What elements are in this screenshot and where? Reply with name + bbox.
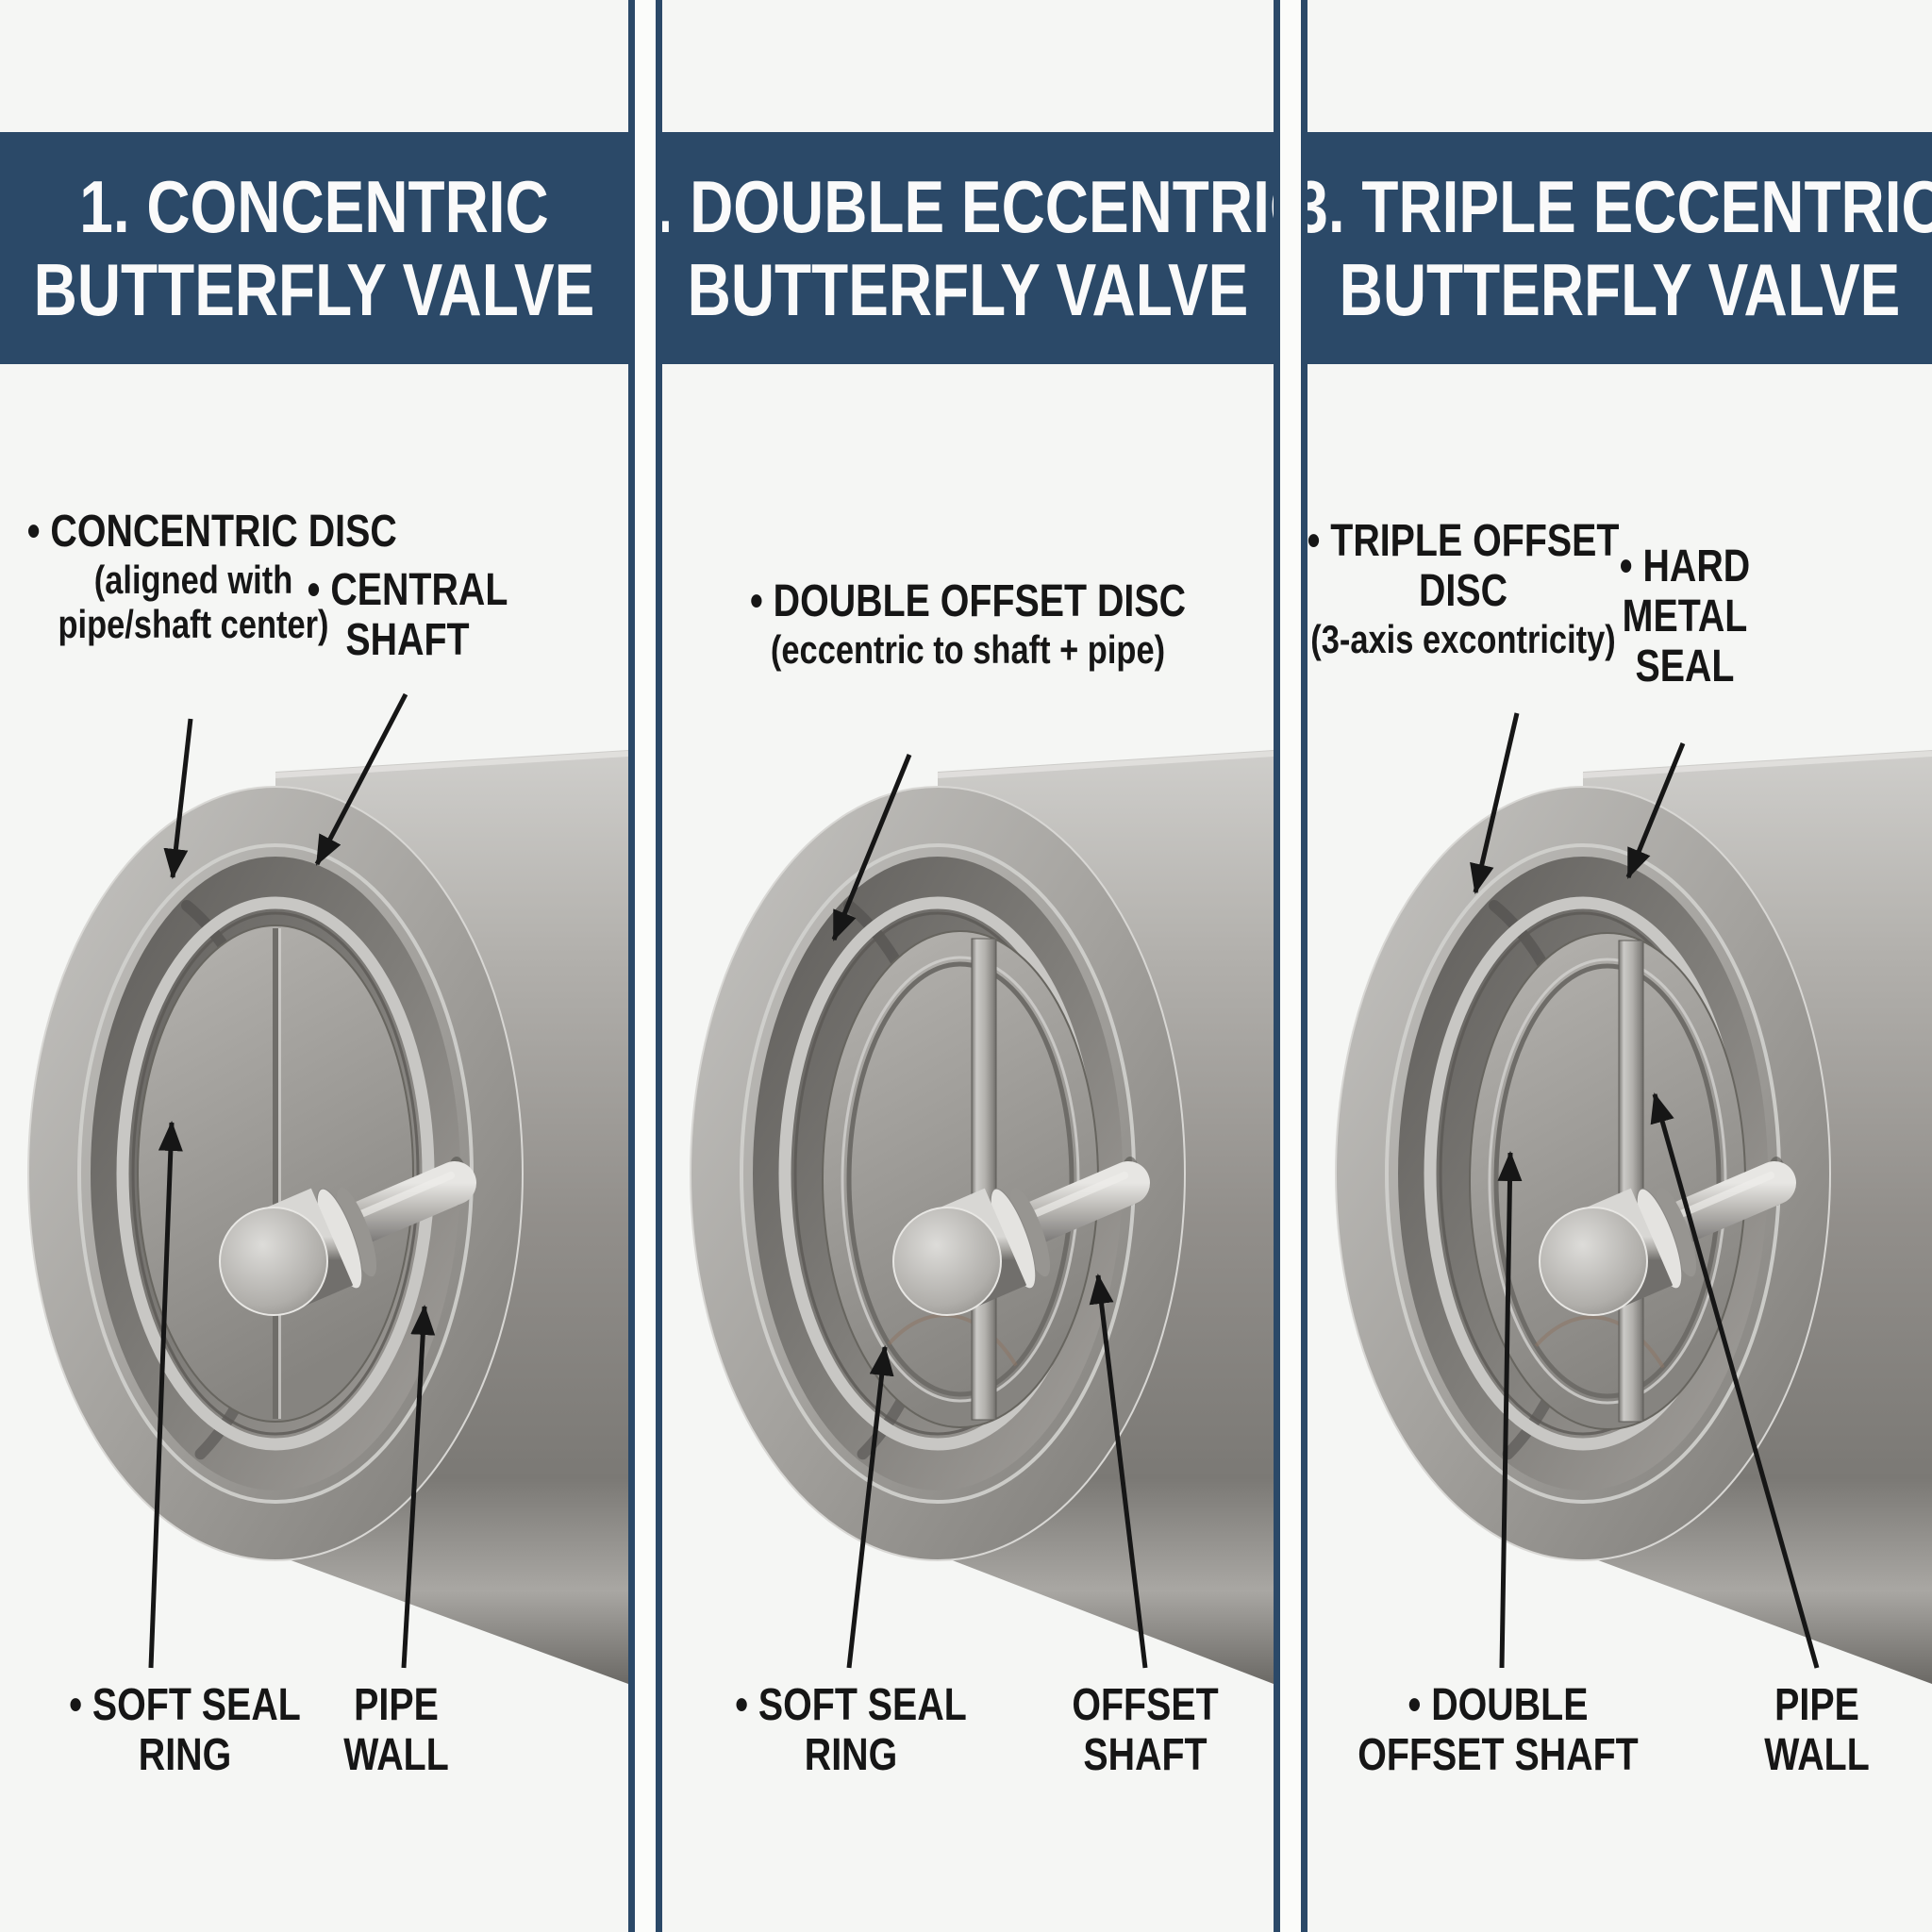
title-line-2: BUTTERFLY VALVE: [687, 248, 1249, 331]
header-band: 3. TRIPLE ECCENTRIC BUTTERFLY VALVE: [1307, 132, 1932, 364]
valve-3d-render: [1335, 750, 1932, 1684]
label-text: RING: [138, 1729, 232, 1780]
panel-2: 2. DOUBLE ECCENTRIC BUTTERFLY VALVE • DO…: [662, 0, 1274, 1932]
callout-line-soft-seal-ring: [846, 1345, 894, 1669]
callout-lines: [148, 692, 436, 1669]
callout-lines: [1470, 712, 1820, 1669]
callout-line-double-offset-disc: [831, 754, 912, 941]
callout-line-triple-offset-disc: [1470, 712, 1520, 894]
panel-divider: [1274, 0, 1307, 1932]
label-text: SHAFT: [345, 614, 470, 665]
callout-line-soft-seal-ring: [148, 1121, 183, 1669]
label-text: SHAFT: [1083, 1729, 1208, 1780]
callout-line-offset-shaft: [1089, 1274, 1148, 1669]
header-band: 1. CONCENTRIC BUTTERFLY VALVE: [0, 132, 628, 364]
callout-line-hard-metal-seal: [1625, 742, 1686, 879]
label-text: OFFSET SHAFT: [1357, 1729, 1639, 1780]
header-title: 1. CONCENTRIC BUTTERFLY VALVE: [34, 164, 595, 331]
label-subtext: pipe/shaft center): [58, 601, 329, 646]
label-text: PIPE: [1774, 1680, 1859, 1730]
valve-illustration: [27, 692, 628, 1684]
valve-3d-render: [27, 750, 628, 1684]
title-line-2: BUTTERFLY VALVE: [33, 248, 595, 331]
label-text: • TRIPLE OFFSET: [1307, 516, 1620, 566]
label-text: PIPE: [354, 1680, 439, 1730]
label-text: • SOFT SEAL: [69, 1680, 301, 1730]
callout-line-pipe-wall: [1650, 1092, 1820, 1669]
label-subtext: (eccentric to shaft + pipe): [770, 626, 1166, 672]
label-text: WALL: [343, 1729, 449, 1780]
valve-3d-render: [690, 750, 1274, 1684]
title-line-2: BUTTERFLY VALVE: [1339, 248, 1901, 331]
label-subtext: (3-axis excontricity): [1310, 616, 1616, 661]
label-double-offset-disc: • DOUBLE OFFSET DISC(eccentric to shaft …: [728, 576, 1208, 672]
label-subtext: (aligned with: [93, 557, 293, 602]
panel-3: 3. TRIPLE ECCENTRIC BUTTERFLY VALVE • TR…: [1307, 0, 1932, 1932]
header-title: 3. TRIPLE ECCENTRIC BUTTERFLY VALVE: [1307, 165, 1932, 331]
label-text: • DOUBLE: [1407, 1680, 1589, 1730]
label-text: • CENTRAL: [307, 565, 508, 615]
callout-line-concentric-disc: [163, 718, 193, 879]
label-text: • CONCENTRIC DISC: [26, 507, 397, 557]
panel-divider: [628, 0, 662, 1932]
label-text: WALL: [1764, 1729, 1870, 1780]
label-text: OFFSET: [1072, 1680, 1219, 1730]
label-text: • DOUBLE OFFSET DISC: [749, 576, 1187, 626]
title-line-1: 1. CONCENTRIC: [79, 164, 549, 248]
header-title: 2. DOUBLE ECCENTRIC BUTTERFLY VALVE: [662, 165, 1274, 331]
header-band: 2. DOUBLE ECCENTRIC BUTTERFLY VALVE: [662, 132, 1274, 364]
title-line-1: 2. DOUBLE ECCENTRIC: [662, 164, 1274, 248]
callout-line-double-offset-shaft: [1497, 1151, 1523, 1669]
callout-lines: [831, 754, 1148, 1669]
callout-line-pipe-wall: [401, 1305, 436, 1669]
valve-illustration: [690, 750, 1274, 1684]
label-text: SEAL: [1635, 641, 1735, 691]
label-text: DISC: [1418, 565, 1508, 616]
callout-line-central-shaft: [314, 692, 408, 866]
label-text: • SOFT SEAL: [735, 1680, 967, 1730]
title-line-1: 3. TRIPLE ECCENTRIC: [1307, 164, 1932, 248]
panel-1: 1. CONCENTRIC BUTTERFLY VALVE • CONCENTR…: [0, 0, 628, 1932]
label-text: RING: [804, 1729, 898, 1780]
valve-illustration: [1335, 712, 1932, 1684]
label-text: • HARD: [1619, 541, 1751, 591]
label-text: METAL: [1622, 591, 1748, 641]
